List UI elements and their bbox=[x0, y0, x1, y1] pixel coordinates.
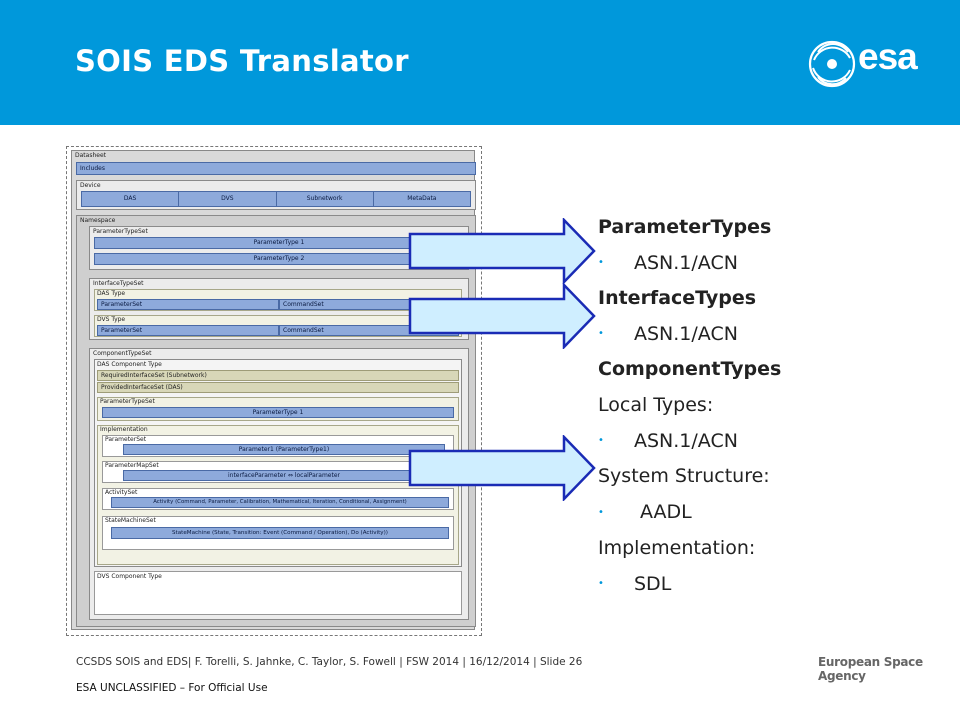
impl-parameter-set-panel: ParameterSet Parameter1 (ParameterType1) bbox=[102, 435, 454, 457]
interface-types-heading: InterfaceTypes bbox=[598, 287, 757, 309]
device-panel: Device DAS DVS Subnetwork MetaData bbox=[76, 180, 476, 210]
parameter-map-set-label: ParameterMapSet bbox=[105, 462, 159, 469]
dvs-component-type-label: DVS Component Type bbox=[97, 573, 162, 580]
component-parameter-type-set: ParameterTypeSet ParameterType 1 bbox=[97, 397, 459, 421]
namespace-panel: Namespace ParameterTypeSet ParameterType… bbox=[76, 215, 476, 627]
dvs-type-panel: DVS Type ParameterSet CommandSet bbox=[94, 315, 462, 337]
parameter1-bar: Parameter1 (ParameterType1) bbox=[123, 444, 445, 455]
parameter-type-set-panel: ParameterTypeSet ParameterType 1 Paramet… bbox=[89, 226, 469, 270]
header-banner: SOIS EDS Translator esa bbox=[0, 0, 960, 125]
das-type-panel: DAS Type ParameterSet CommandSet bbox=[94, 289, 462, 311]
esa-logo-text: esa bbox=[858, 36, 918, 77]
implementation-label-right: Implementation: bbox=[598, 537, 756, 559]
arrow-right-icon bbox=[408, 283, 596, 349]
das-type-label: DAS Type bbox=[97, 290, 126, 297]
activity-set-label: ActivitySet bbox=[105, 489, 138, 496]
arrow-right-icon bbox=[408, 218, 596, 284]
dvs-type-label: DVS Type bbox=[97, 316, 126, 323]
parameter-types-heading: ParameterTypes bbox=[598, 216, 772, 238]
footer-citation: CCSDS SOIS and EDS| F. Torelli, S. Jahnk… bbox=[76, 656, 583, 668]
component-type-set-label: ComponentTypeSet bbox=[93, 350, 152, 357]
implementation-label: Implementation bbox=[100, 426, 148, 433]
bullet-icon: • bbox=[598, 435, 604, 446]
datasheet-label: Datasheet bbox=[75, 152, 106, 159]
asn1-item-b: ASN.1/ACN bbox=[634, 323, 738, 345]
interface-type-set-label: InterfaceTypeSet bbox=[93, 280, 144, 287]
local-types-label: Local Types: bbox=[598, 394, 714, 416]
component-parameter-type-1: ParameterType 1 bbox=[102, 407, 454, 418]
activity-set-panel: ActivitySet Activity (Command, Parameter… bbox=[102, 488, 454, 510]
impl-parameter-set-label: ParameterSet bbox=[105, 436, 147, 443]
sdl-item: SDL bbox=[634, 573, 672, 595]
aadl-item: AADL bbox=[640, 501, 692, 523]
system-structure-label: System Structure: bbox=[598, 465, 770, 487]
namespace-label: Namespace bbox=[80, 217, 116, 224]
implementation-panel: Implementation ParameterSet Parameter1 (… bbox=[97, 425, 459, 565]
device-label: Device bbox=[80, 182, 101, 189]
bullet-icon: • bbox=[598, 257, 604, 268]
state-machine-set-label: StateMachineSet bbox=[105, 517, 156, 524]
interface-type-set-panel: InterfaceTypeSet DAS Type ParameterSet C… bbox=[89, 278, 469, 340]
state-machine-set-panel: StateMachineSet StateMachine (State, Tra… bbox=[102, 516, 454, 550]
component-type-set-panel: ComponentTypeSet DAS Component Type Requ… bbox=[89, 348, 469, 620]
activity-bar: Activity (Command, Parameter, Calibratio… bbox=[111, 497, 449, 508]
parameter-type-set-label: ParameterTypeSet bbox=[93, 228, 148, 235]
das-parameter-set: ParameterSet bbox=[97, 299, 279, 310]
slide-title: SOIS EDS Translator bbox=[75, 44, 409, 78]
device-cell-metadata: MetaData bbox=[407, 195, 437, 202]
dvs-component-type-panel: DVS Component Type bbox=[94, 571, 462, 615]
component-parameter-type-set-label: ParameterTypeSet bbox=[100, 398, 155, 405]
asn1-item-c: ASN.1/ACN bbox=[634, 430, 738, 452]
dvs-parameter-set: ParameterSet bbox=[97, 325, 279, 336]
interface-parameter-bar: interfaceParameter ⇔ localParameter bbox=[123, 470, 445, 481]
device-cell-dvs: DVS bbox=[179, 192, 277, 206]
device-cells: DAS DVS Subnetwork MetaData bbox=[81, 191, 471, 207]
eds-structure-diagram: Datasheet Includes Device DAS DVS Subnet… bbox=[66, 146, 482, 636]
das-component-type-panel: DAS Component Type RequiredInterfaceSet … bbox=[94, 359, 462, 567]
parameter-type-2-bar: ParameterType 2 bbox=[94, 253, 464, 265]
arrow-right-icon bbox=[408, 435, 596, 501]
includes-bar: Includes bbox=[76, 162, 476, 175]
device-cell-subnetwork: Subnetwork bbox=[277, 192, 374, 206]
device-cell-das: DAS bbox=[82, 192, 180, 206]
datasheet-box: Datasheet Includes Device DAS DVS Subnet… bbox=[71, 150, 476, 630]
component-types-heading: ComponentTypes bbox=[598, 358, 782, 380]
state-machine-bar: StateMachine (State, Transition: Event (… bbox=[111, 527, 449, 539]
parameter-map-set-panel: ParameterMapSet interfaceParameter ⇔ loc… bbox=[102, 461, 454, 483]
required-interface-set-bar: RequiredInterfaceSet (Subnetwork) bbox=[97, 370, 459, 381]
provided-interface-set-bar: ProvidedInterfaceSet (DAS) bbox=[97, 382, 459, 393]
bullet-icon: • bbox=[598, 507, 604, 518]
bullet-icon: • bbox=[598, 328, 604, 339]
esa-logo-icon bbox=[808, 40, 856, 88]
bullet-icon: • bbox=[598, 578, 604, 589]
asn1-item-a: ASN.1/ACN bbox=[634, 252, 738, 274]
footer-classification: ESA UNCLASSIFIED – For Official Use bbox=[76, 682, 268, 694]
footer-agency: European Space Agency bbox=[818, 655, 923, 683]
das-component-type-label: DAS Component Type bbox=[97, 361, 162, 368]
